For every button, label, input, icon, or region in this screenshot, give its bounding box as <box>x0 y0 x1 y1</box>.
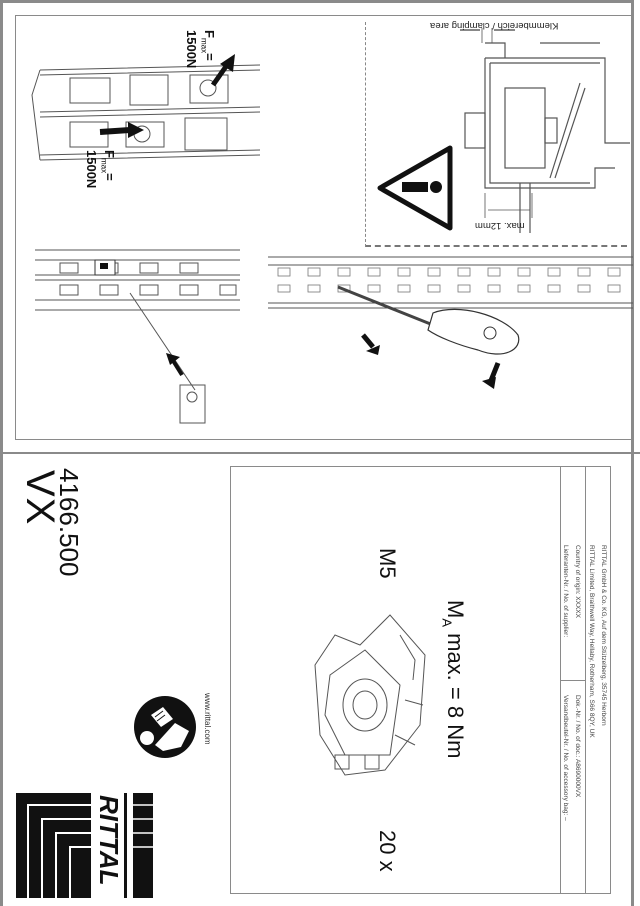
footer-origin-info: Country of origin: XXXXX Lieferanten-Nr.… <box>559 545 583 637</box>
clamping-detail-region <box>365 22 627 247</box>
footer-doc-info: Dok.-Nr. / No. of doc.: A8690000VX Versa… <box>559 695 583 821</box>
insertion-diagram <box>35 249 240 424</box>
address-germany: RITTAL GmbH & Co. KG, Auf dem Stützelber… <box>600 545 607 726</box>
country-of-origin: Country of origin: XXXXX <box>574 545 581 618</box>
contents-panel <box>230 466 611 894</box>
torque-spec: MA max. = 8 Nm <box>439 600 468 759</box>
supplier-number: Lieferanten-Nr. / No. of supplier: <box>562 545 569 638</box>
clamping-cross-section <box>460 28 630 233</box>
clamping-area-label: Klemmbereich / clamping area <box>430 20 559 31</box>
read-manual-icon <box>134 696 196 758</box>
rittal-wordmark: RITTAL <box>94 795 124 886</box>
instructions-panel <box>15 15 632 440</box>
address-uk: RITTAL Limited, Braithwell Way, Hellaby,… <box>588 545 595 738</box>
quantity-label: 20 x <box>375 830 400 872</box>
footer-divider <box>585 466 586 894</box>
part-number: 4166.500 <box>54 468 84 577</box>
removal-diagram <box>268 256 633 389</box>
force-label-left: Fmax=1500N <box>84 150 117 189</box>
cage-nut-illustration <box>314 614 426 776</box>
thread-size-label: M5 <box>375 548 400 579</box>
doc-number: Dok.-Nr. / No. of doc.: A8690000VX <box>574 695 581 798</box>
footer-divider <box>560 680 585 681</box>
footer-addresses: RITTAL GmbH & Co. KG, Auf dem Stützelber… <box>585 545 609 738</box>
max-thickness-label: max. 12mm <box>475 220 525 231</box>
accessory-bag-number: Versandbeutel-Nr. / No. of accessory bag… <box>562 695 569 821</box>
force-label-right: Fmax=1500N <box>184 30 217 69</box>
rittal-logo: RITTAL <box>16 793 153 898</box>
fold-divider <box>0 452 640 454</box>
warning-triangle-icon <box>377 145 453 231</box>
website-link[interactable]: www.rittal.com <box>203 693 212 745</box>
rail-force-diagram <box>31 54 261 161</box>
